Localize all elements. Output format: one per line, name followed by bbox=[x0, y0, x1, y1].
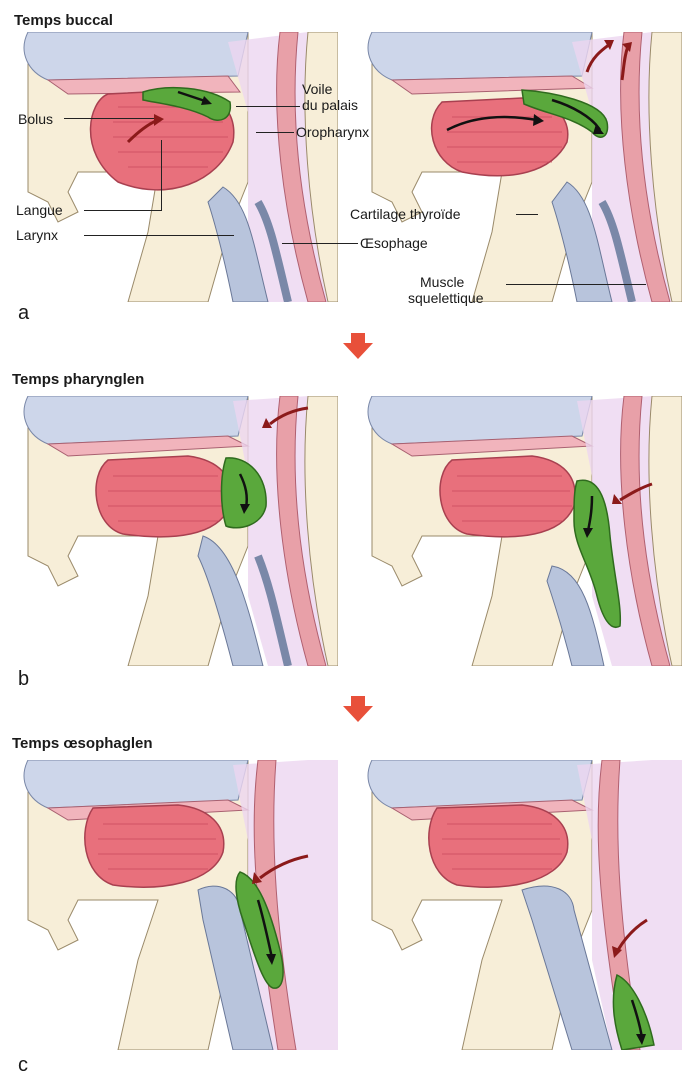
diagram-c1 bbox=[8, 760, 338, 1050]
leader-line bbox=[161, 140, 162, 210]
label-voile-line1: Voile bbox=[302, 82, 332, 97]
diagram-a2 bbox=[352, 32, 682, 302]
down-arrow-icon bbox=[342, 696, 374, 722]
label-bolus: Bolus bbox=[18, 112, 53, 127]
section-title-pharynglen: Temps pharynglen bbox=[12, 371, 144, 388]
leader-line bbox=[506, 284, 646, 285]
diagram-b2 bbox=[352, 396, 682, 666]
label-oesophage: Œsophage bbox=[360, 236, 428, 251]
label-langue: Langue bbox=[16, 203, 63, 218]
section-letter-b: b bbox=[18, 668, 29, 691]
head-cross-section bbox=[352, 32, 682, 302]
label-cartilage-thyroide: Cartilage thyroïde bbox=[350, 207, 461, 222]
leader-line bbox=[84, 210, 162, 211]
head-cross-section bbox=[352, 396, 682, 666]
section-letter-a: a bbox=[18, 302, 29, 325]
leader-line bbox=[256, 132, 294, 133]
diagram-a1 bbox=[8, 32, 338, 302]
down-arrow-icon bbox=[342, 333, 374, 359]
section-letter-c: c bbox=[18, 1054, 28, 1077]
leader-line bbox=[236, 106, 300, 107]
section-title-buccal: Temps buccal bbox=[14, 12, 113, 29]
leader-line bbox=[64, 118, 154, 119]
diagram-c2 bbox=[352, 760, 682, 1050]
head-cross-section bbox=[8, 32, 338, 302]
leader-line bbox=[282, 243, 358, 244]
head-cross-section bbox=[352, 760, 682, 1050]
head-cross-section bbox=[8, 760, 338, 1050]
leader-line bbox=[84, 235, 234, 236]
label-larynx: Larynx bbox=[16, 228, 58, 243]
label-oropharynx: Oropharynx bbox=[296, 125, 369, 140]
head-cross-section bbox=[8, 396, 338, 666]
label-muscle-line1: Muscle bbox=[420, 275, 464, 290]
section-title-oesophaglen: Temps œsophaglen bbox=[12, 735, 153, 752]
label-muscle-line2: squelettique bbox=[408, 291, 484, 306]
diagram-b1 bbox=[8, 396, 338, 666]
label-voile-line2: du palais bbox=[302, 98, 358, 113]
leader-line bbox=[516, 214, 538, 215]
